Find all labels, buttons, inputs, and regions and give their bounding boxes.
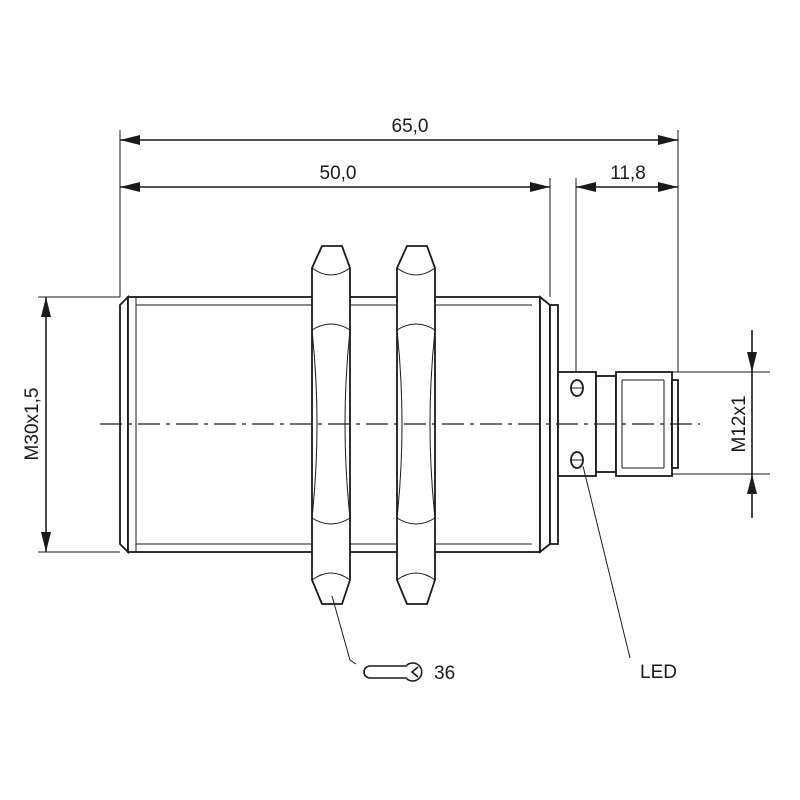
dimension-connector-length: 11,8	[576, 163, 678, 192]
dim-connector-thread-label: M12x1	[729, 395, 750, 452]
wrench-callout: 36	[331, 595, 455, 684]
extension-lines	[38, 130, 770, 553]
dimension-connector-thread: M12x1	[729, 330, 757, 518]
led-callout: LED	[582, 465, 677, 683]
led-label: LED	[640, 662, 677, 683]
hex-nut-left	[311, 245, 351, 605]
dim-connector-length-label: 11,8	[610, 163, 646, 184]
dim-body-thread-label: M30x1,5	[22, 388, 43, 461]
wrench-size-label: 36	[434, 663, 455, 684]
dimension-body-thread: M30x1,5	[22, 297, 51, 552]
dim-body-length-label: 50,0	[320, 163, 357, 184]
dimension-body-length: 50,0	[120, 163, 550, 192]
wrench-icon	[363, 662, 423, 682]
dimension-overall-length: 65,0	[120, 116, 678, 145]
hex-nut-right	[396, 245, 436, 605]
dim-overall-length-label: 65,0	[392, 116, 429, 137]
